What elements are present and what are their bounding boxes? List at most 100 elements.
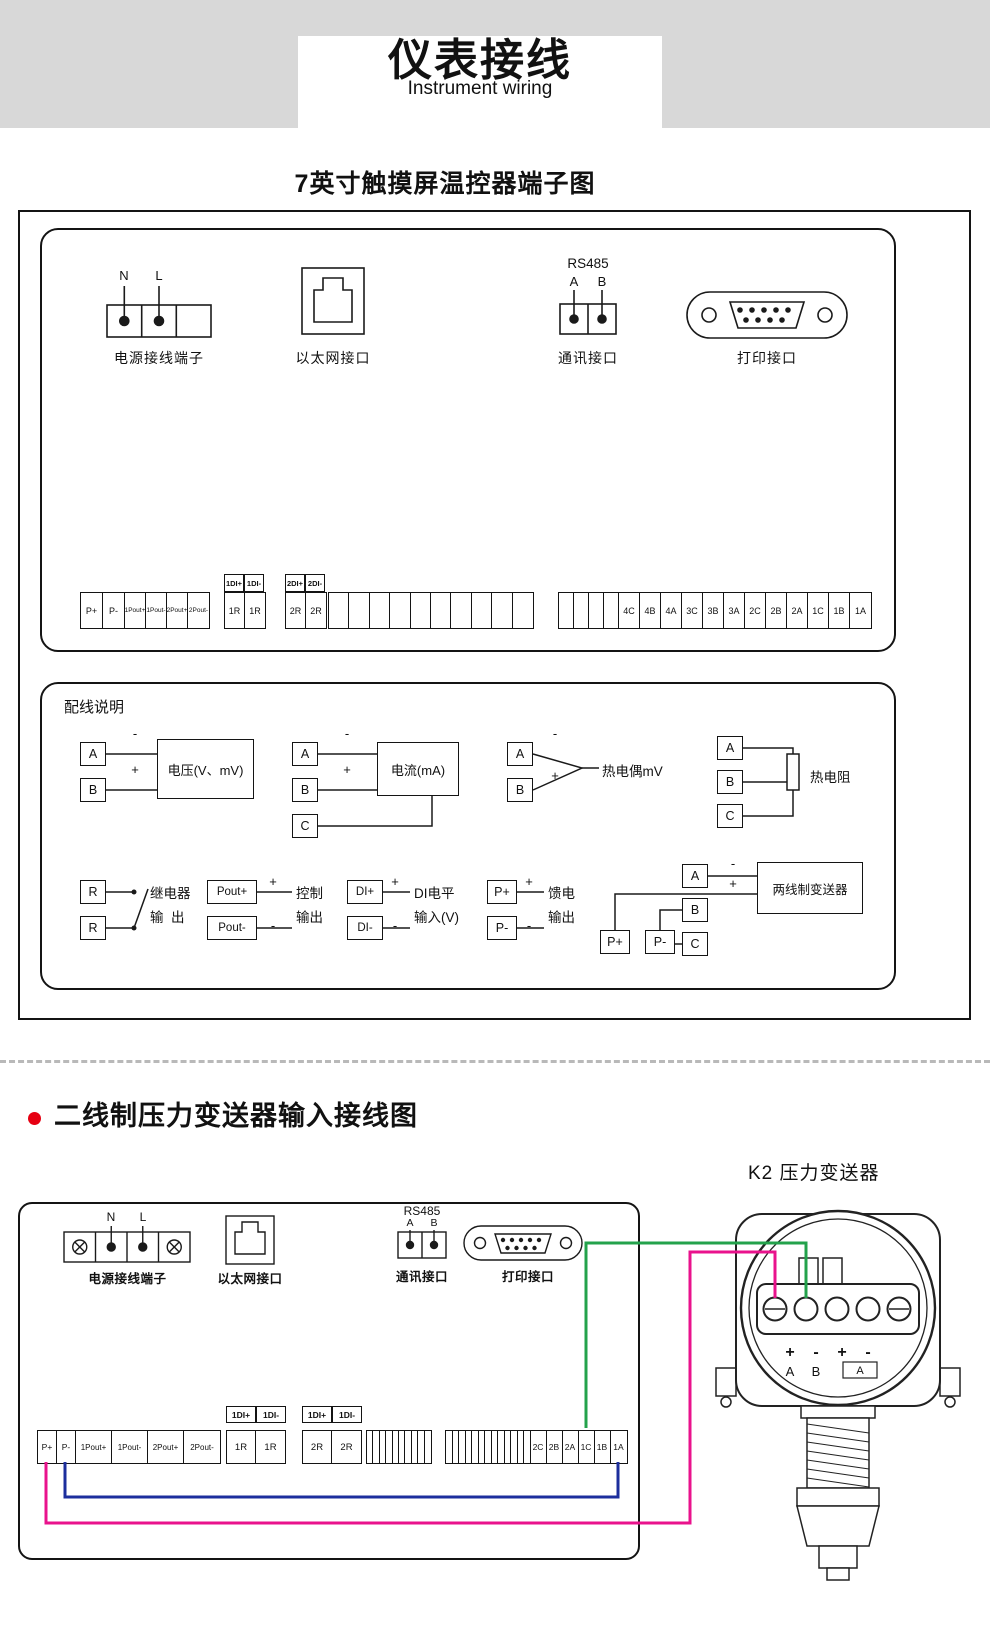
comm-label: 通讯接口 bbox=[395, 1270, 448, 1284]
power-output-terminal-strip: P+ P- 1Pout+ 1Pout- 2Pout+ 2Pout- bbox=[37, 1430, 221, 1464]
terminal-cell: 4A bbox=[661, 593, 682, 628]
terminal-p-minus: P- bbox=[645, 930, 675, 954]
terminal-cell: 1Pout- bbox=[146, 593, 167, 628]
rs485-a-label: A bbox=[569, 274, 579, 289]
header-title-box: 仪表接线 Instrument wiring bbox=[298, 36, 662, 128]
terminal-cell: 2B bbox=[766, 593, 787, 628]
tx-a-label: A bbox=[786, 1364, 795, 1379]
control-label-2: 输出 bbox=[296, 910, 323, 925]
rs485-b-label: B bbox=[597, 274, 607, 289]
terminal-cell: 1R bbox=[264, 1441, 277, 1453]
terminal-b: B bbox=[80, 778, 106, 802]
ammeter-test-box bbox=[842, 1361, 878, 1379]
plus-sign: + bbox=[525, 874, 533, 889]
terminal-a: A bbox=[682, 864, 708, 888]
plus-sign: + bbox=[343, 762, 351, 777]
plus-sign: + bbox=[729, 876, 737, 891]
thread-hatch bbox=[806, 1423, 870, 1488]
printer-label: 打印接口 bbox=[737, 350, 797, 366]
terminal-cell-empty bbox=[472, 593, 493, 628]
page-title: 仪表接线 bbox=[388, 36, 572, 85]
comm-label: 通讯接口 bbox=[558, 350, 618, 366]
k2-transmitter-label: K2 压力变送器 bbox=[748, 1163, 880, 1184]
terminal-a: A bbox=[292, 742, 318, 766]
terminal-cell: 2R bbox=[286, 593, 306, 628]
screw-terminal bbox=[762, 1296, 788, 1322]
relay2-terminal-strip: 2R 2R bbox=[302, 1430, 362, 1464]
wiring-notes-area: 配线说明 A B - + 电压(V、mV) A B C - + 电流(mA) A… bbox=[40, 682, 896, 990]
terminal-cell: 2Pout- bbox=[188, 607, 209, 614]
di-label: 1DI+ bbox=[224, 574, 244, 592]
minus-sign: - bbox=[270, 918, 276, 933]
relay1-terminal-strip: 1R 1R bbox=[224, 592, 266, 629]
bullet-icon bbox=[28, 1112, 41, 1125]
relay2-terminal-strip: 2R 2R bbox=[285, 592, 327, 629]
terminal-cell-empty bbox=[574, 593, 589, 628]
terminal-p-plus: P+ bbox=[487, 880, 517, 904]
screw-terminal bbox=[855, 1296, 881, 1322]
spare-terminal-strip bbox=[366, 1430, 432, 1464]
terminal-cell: 2C bbox=[531, 1431, 547, 1463]
terminal-cell-empty bbox=[411, 593, 431, 628]
ethernet-label: 以太网接口 bbox=[217, 1272, 283, 1286]
power-l-label: L bbox=[155, 268, 163, 283]
rtd-resistor-symbol bbox=[786, 753, 800, 791]
di-label: 1DI+ bbox=[226, 1406, 256, 1423]
terminal-cell: 3A bbox=[724, 593, 745, 628]
terminal-b: B bbox=[682, 898, 708, 922]
two-wire-transmitter-box: 两线制变送器 bbox=[757, 862, 863, 914]
input-terminal-strip: 4C 4B 4A 3C 3B 3A 2C 2B 2A 1C 1B 1A bbox=[558, 592, 872, 629]
power-n-label: N bbox=[106, 1210, 116, 1224]
rs485-a-label: A bbox=[406, 1217, 414, 1229]
terminal-a: A bbox=[507, 742, 533, 766]
thermocouple-label: 热电偶mV bbox=[602, 764, 663, 779]
terminal-b: B bbox=[717, 770, 743, 794]
terminal-a: A bbox=[717, 736, 743, 760]
terminal-cell: 1C bbox=[579, 1431, 595, 1463]
terminal-cell: 2B bbox=[547, 1431, 563, 1463]
wiring-notes-title: 配线说明 bbox=[64, 699, 125, 716]
terminal-cell: 3C bbox=[682, 593, 703, 628]
spare-terminal-strip bbox=[328, 592, 534, 629]
tx-b-label: B bbox=[812, 1364, 821, 1379]
minus-sign: - bbox=[526, 918, 532, 933]
terminal-cell: 4C bbox=[619, 593, 640, 628]
terminal-pout-plus: Pout+ bbox=[207, 880, 257, 904]
ethernet-port-icon bbox=[301, 267, 365, 335]
terminal-c: C bbox=[292, 814, 318, 838]
header-band: 仪表接线 Instrument wiring bbox=[0, 0, 990, 128]
wiring-lines bbox=[106, 747, 800, 945]
terminal-di-plus: DI+ bbox=[347, 880, 383, 904]
terminal-pout-minus: Pout- bbox=[207, 916, 257, 940]
minus-sign: - bbox=[132, 726, 138, 741]
terminal-cell-empty bbox=[329, 593, 350, 628]
input-terminal-strip: 2C 2B 2A 1C 1B 1A bbox=[445, 1430, 628, 1464]
terminal-cell-empty bbox=[492, 593, 513, 628]
di-label: 1DI- bbox=[256, 1406, 286, 1423]
terminal-r: R bbox=[80, 880, 106, 904]
terminal-b: B bbox=[292, 778, 318, 802]
screw-terminal bbox=[824, 1296, 850, 1322]
plus-sign: + bbox=[551, 768, 559, 783]
terminal-c: C bbox=[717, 804, 743, 828]
page-subtitle: Instrument wiring bbox=[407, 78, 553, 100]
terminal-cell: 2A bbox=[563, 1431, 579, 1463]
terminal-a: A bbox=[80, 742, 106, 766]
terminal-cell: P- bbox=[57, 1431, 76, 1463]
terminal-cell: 1Pout+ bbox=[125, 593, 146, 628]
minus-sign: - bbox=[392, 918, 398, 933]
terminal-cell: 2Pout- bbox=[190, 1442, 214, 1452]
relay-contact-symbol bbox=[133, 888, 149, 929]
rs485-port-icon bbox=[559, 290, 617, 335]
rs485-port-icon bbox=[397, 1230, 447, 1259]
terminal-cell: 2R bbox=[303, 1431, 332, 1463]
plus-sign: + bbox=[269, 874, 277, 889]
feed-label-1: 馈电 bbox=[548, 886, 575, 901]
minus-sign: - bbox=[730, 856, 736, 871]
terminal-cell-empty bbox=[604, 593, 619, 628]
power-terminal-icon bbox=[106, 286, 212, 338]
tx-sign: + bbox=[837, 1344, 846, 1361]
terminal-cell: 1R bbox=[227, 1431, 256, 1463]
relay-label-1: 继电器 bbox=[150, 886, 191, 901]
